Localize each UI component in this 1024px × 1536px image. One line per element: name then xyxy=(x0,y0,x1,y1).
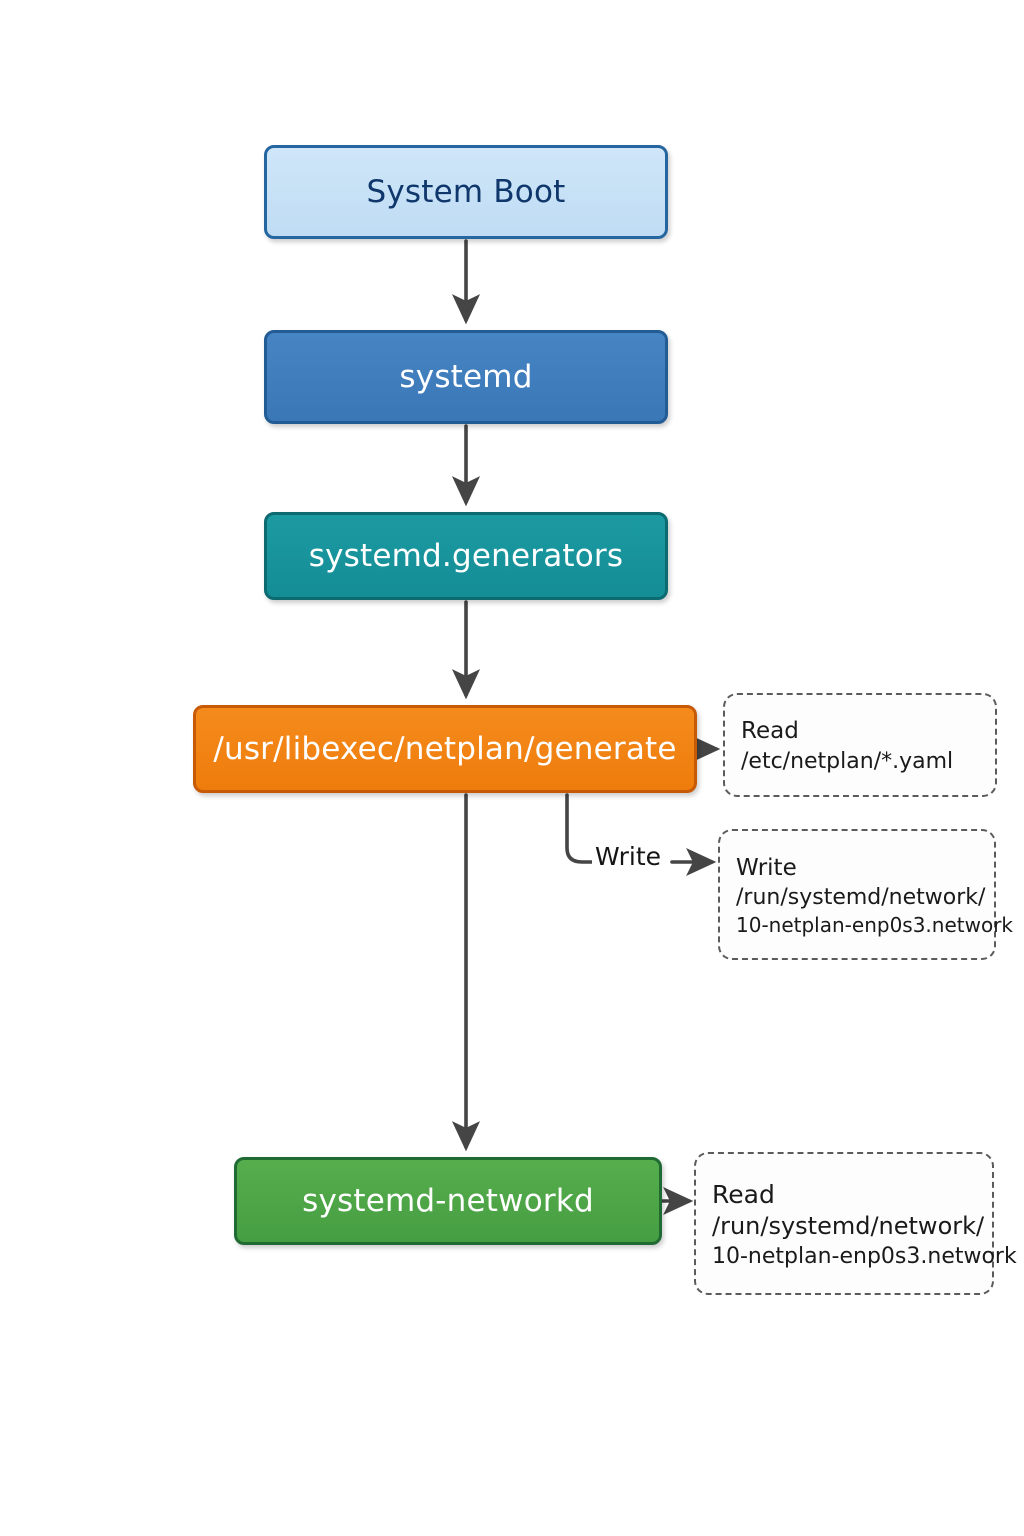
note-read-run-line-3: 10-netplan-enp0s3.network xyxy=(712,1244,1017,1270)
note-read-etc-netplan[interactable]: Read /etc/netplan/*.yaml xyxy=(723,693,997,797)
node-systemd-networkd[interactable]: systemd-networkd xyxy=(234,1157,662,1245)
node-system-boot-label: System Boot xyxy=(366,173,566,210)
note-write-run-line-3: 10-netplan-enp0s3.network xyxy=(736,913,1014,937)
note-read-run-systemd-network[interactable]: Read /run/systemd/network/ 10-netplan-en… xyxy=(694,1152,1017,1295)
note-read-etc-netplan-line-2: /etc/netplan/*.yaml xyxy=(741,748,954,774)
note-write-run-line-1: Write xyxy=(736,854,797,881)
node-systemd-generators[interactable]: systemd.generators xyxy=(264,512,668,600)
node-netplan-generate[interactable]: /usr/libexec/netplan/generate xyxy=(193,705,697,793)
node-systemd[interactable]: systemd xyxy=(264,330,668,424)
node-systemd-label: systemd xyxy=(399,358,533,395)
node-system-boot[interactable]: System Boot xyxy=(264,145,668,239)
node-systemd-networkd-label: systemd-networkd xyxy=(302,1182,594,1219)
edge-label-write: Write xyxy=(592,842,665,871)
note-write-run-line-2: /run/systemd/network/ xyxy=(736,884,986,910)
note-read-run-line-2: /run/systemd/network/ xyxy=(712,1211,985,1240)
note-read-run-line-1: Read xyxy=(712,1179,775,1209)
note-write-run-systemd-network[interactable]: Write /run/systemd/network/ 10-netplan-e… xyxy=(718,829,1014,960)
node-netplan-generate-label: /usr/libexec/netplan/generate xyxy=(213,730,677,767)
node-systemd-generators-label: systemd.generators xyxy=(308,537,624,574)
note-read-etc-netplan-line-1: Read xyxy=(741,718,799,745)
edge-generate-to-write-note-stem xyxy=(565,793,594,864)
